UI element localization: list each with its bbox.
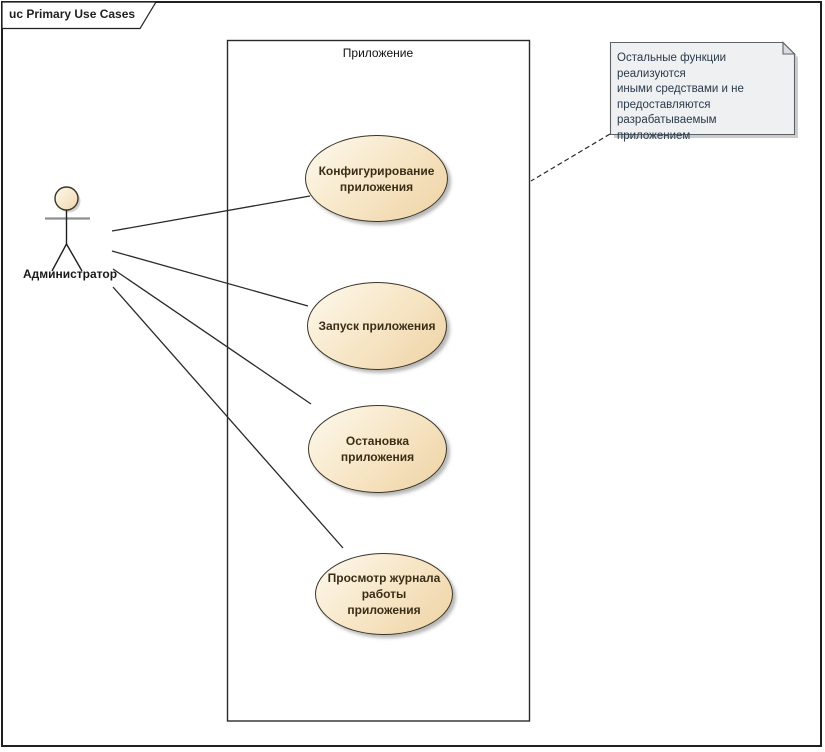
note-fold-corner (782, 41, 796, 55)
actor-head (54, 186, 79, 211)
use-case-launch-application: Запуск приложения (307, 282, 447, 370)
use-case-label: Остановка приложения (340, 434, 415, 464)
actor-figure (45, 186, 90, 272)
association-configure (111, 195, 311, 232)
note-link-line (530, 133, 611, 182)
use-case-view-log: Просмотр журнала работы приложения (315, 553, 453, 635)
association-launch (111, 250, 309, 307)
association-viewlog (112, 286, 344, 549)
actor-label: Администратор (22, 267, 118, 281)
actor-legs (51, 242, 83, 272)
use-case-label: Конфигурирование приложения (318, 163, 435, 194)
frame-title: uc Primary Use Cases (9, 7, 136, 21)
note-text: Остальные функции реализуются иными сред… (617, 52, 744, 142)
use-case-label: Запуск приложения (318, 319, 436, 333)
frame-title-tab (1, 1, 158, 30)
system-boundary-title: Приложение (342, 46, 414, 60)
use-case-stop-application: Остановка приложения (308, 405, 447, 493)
use-case-configure-application: Конфигурирование приложения (305, 135, 448, 222)
association-stop (112, 268, 312, 405)
use-case-label: Просмотр журнала работы приложения (327, 571, 441, 617)
note-shape (609, 41, 796, 136)
